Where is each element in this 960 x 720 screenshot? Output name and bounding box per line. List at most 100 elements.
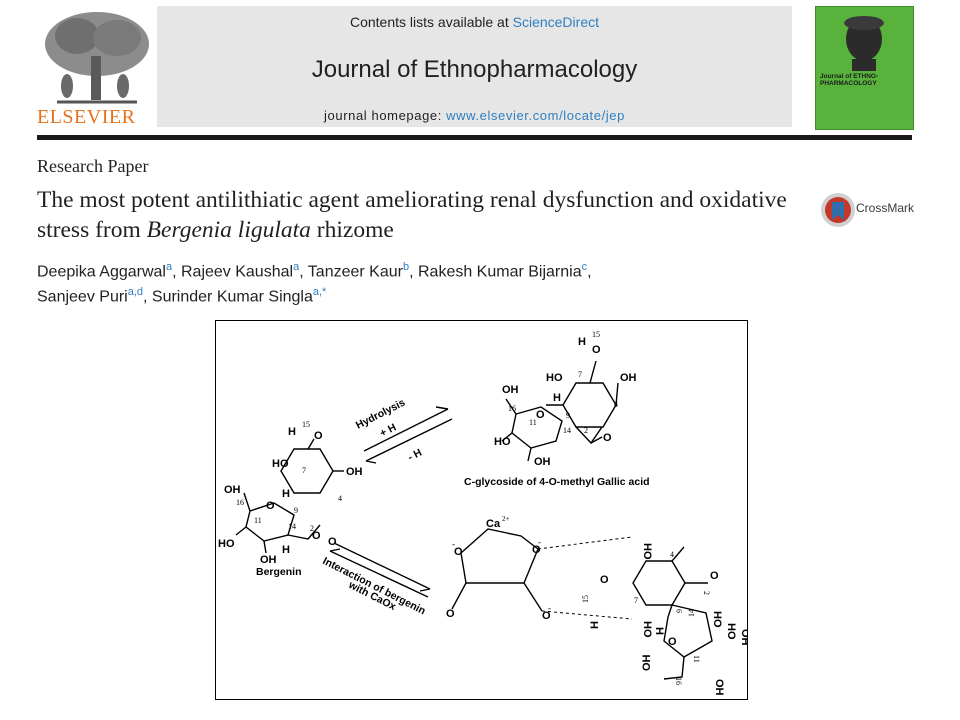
elsevier-tree-logo	[37, 6, 157, 128]
author-name[interactable]: Sanjeev Puri	[37, 288, 128, 306]
hydroxyl-label: OH	[620, 372, 637, 384]
publisher-name[interactable]: ELSEVIER	[37, 106, 136, 128]
carbonyl-oxygen-label: O	[603, 432, 612, 444]
atom-number-11: 11	[529, 418, 537, 427]
journal-header-band	[157, 6, 792, 127]
header-rule	[37, 135, 912, 140]
negative-charge: -	[452, 539, 455, 549]
oxalate-oxygen-label: O	[542, 610, 551, 622]
hydroxyl-label: HO	[641, 543, 653, 560]
hydroxyl-label: OH	[739, 629, 747, 646]
lactone-oxygen-label: O	[312, 530, 321, 542]
cover-mask-icon	[844, 16, 884, 71]
hydroxyl-label: OH	[346, 466, 363, 478]
author-affiliation[interactable]: b	[402, 261, 410, 273]
hydroxyl-label: OH	[224, 484, 241, 496]
crossmark-icon[interactable]	[818, 190, 918, 230]
methyl-label: H	[578, 336, 586, 348]
author-name[interactable]: Deepika Aggarwal	[37, 263, 166, 281]
methyl-label: H	[589, 621, 601, 629]
ring-oxygen-label: O	[266, 500, 275, 512]
hydroxyl-label: HO	[641, 621, 653, 638]
article-type: Research Paper	[37, 156, 149, 176]
oxalate-oxygen-label: O	[446, 608, 455, 620]
hydroxyl-label: HO	[711, 611, 723, 628]
sciencedirect-link[interactable]: ScienceDirect	[512, 14, 599, 30]
atom-number-7: 7	[578, 370, 582, 379]
title-species: Bergenia ligulata	[146, 217, 311, 243]
atom-number-2: 2	[310, 524, 314, 533]
author-name[interactable]: Rakesh Kumar Bijarnia	[417, 263, 582, 281]
atom-number-14: 14	[563, 426, 571, 435]
atom-number-16: 16	[674, 677, 683, 685]
contents-prefix: Contents lists available at	[349, 14, 513, 30]
atom-number-4: 4	[670, 550, 674, 559]
hydroxyl-label: OH	[534, 456, 551, 468]
title-part-2: rhizome	[310, 217, 394, 243]
atom-number-11: 11	[254, 516, 262, 525]
plus-water-label: + H	[378, 421, 398, 439]
author-name[interactable]: Surinder Kumar Singla	[151, 288, 313, 306]
hydrogen-label: H	[282, 488, 290, 500]
journal-cover-image[interactable]: Journal of ETHNO-PHARMACOLOGY	[815, 6, 914, 130]
atom-number-9: 9	[675, 609, 684, 613]
homepage-line: journal homepage: www.elsevier.com/locat…	[157, 108, 792, 123]
author-affiliation[interactable]: a	[293, 261, 300, 273]
atom-number-2: 2	[702, 591, 711, 595]
crossmark-label[interactable]: CrossMark	[856, 201, 915, 215]
article-title: The most potent antilithiatic agent amel…	[37, 185, 797, 245]
gallic-glycoside-caption: C-glycoside of 4-O-methyl Gallic acid	[464, 476, 650, 488]
atom-number-14: 14	[288, 522, 296, 531]
atom-number-9: 9	[566, 411, 570, 420]
author-list: Deepika Aggarwala, Rajeev Kaushala, Tanz…	[37, 261, 592, 306]
hydroxyl-label: OH	[502, 384, 519, 396]
oxygen-label: O	[600, 574, 609, 586]
hydroxyl-label: HO	[546, 372, 563, 384]
atom-number-4: 4	[614, 400, 618, 409]
atom-number-15: 15	[581, 595, 590, 603]
oxygen-label: O	[314, 430, 323, 442]
hydrogen-label: H	[553, 392, 561, 404]
author-name[interactable]: Rajeev Kaushal	[180, 263, 294, 281]
oxalate-oxygen-label: O	[454, 546, 463, 558]
atom-number-15: 15	[592, 330, 600, 339]
author-affiliation[interactable]: c	[581, 261, 588, 273]
negative-charge: -	[538, 537, 541, 547]
methyl-label: H	[288, 426, 296, 438]
hydrogen-label: H	[282, 544, 290, 556]
contents-line: Contents lists available at ScienceDirec…	[157, 14, 792, 30]
atom-number-2: 2	[584, 426, 588, 435]
atom-number-9: 9	[294, 506, 298, 515]
carbonyl-oxygen-label: O	[710, 570, 719, 582]
atom-number-7: 7	[634, 596, 638, 605]
hydroxyl-label: HO	[494, 436, 511, 448]
calcium-label: Ca	[486, 518, 501, 530]
author-affiliation[interactable]: a	[165, 261, 173, 273]
hydroxyl-label: HO	[725, 623, 737, 640]
homepage-prefix: journal homepage:	[324, 108, 447, 123]
ring-oxygen-label: O	[536, 409, 545, 421]
atom-number-15: 15	[302, 420, 310, 429]
journal-title: Journal of Ethnopharmacology	[311, 56, 638, 83]
homepage-link[interactable]: www.elsevier.com/locate/jep	[446, 108, 625, 123]
hydroxyl-label: HO	[272, 458, 289, 470]
author-affiliation[interactable]: a,*	[312, 286, 327, 299]
cover-title: Journal of ETHNO-PHARMACOLOGY	[820, 73, 879, 88]
interaction-label-line1: Interaction of bergenin	[321, 555, 428, 617]
author-affiliation[interactable]: a,d	[127, 286, 144, 299]
carbonyl-oxygen-label: O	[328, 536, 337, 548]
author-name[interactable]: Tanzeer Kaur	[307, 263, 403, 281]
atom-number-11: 11	[692, 655, 701, 663]
graphical-abstract: H 15 O HO OH 7 4 9 H OH 16 O 11 14 2 O H…	[215, 320, 748, 700]
bergenin-caption: Bergenin	[256, 566, 302, 578]
atom-number-16: 16	[236, 498, 244, 507]
atom-number-16: 16	[508, 404, 516, 413]
atom-number-4: 4	[338, 494, 342, 503]
hydroxyl-label: OH	[641, 654, 653, 671]
minus-water-label: - H	[406, 447, 424, 464]
ring-oxygen-label: O	[668, 636, 677, 648]
title-part-1: The most potent antilithiatic agent amel…	[37, 187, 787, 243]
hydrolysis-label: Hydrolysis	[354, 397, 407, 432]
negative-charge: -	[548, 603, 551, 613]
hydroxyl-label: HO	[218, 538, 235, 550]
